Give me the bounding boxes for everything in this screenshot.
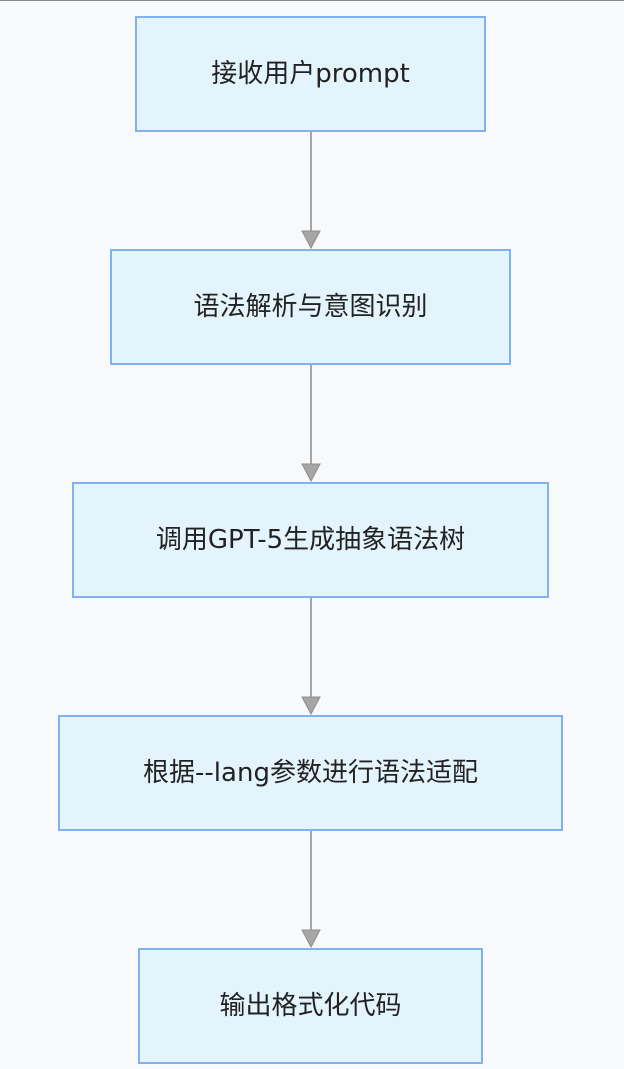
edge-receive-to-parse — [301, 132, 321, 250]
arrowhead-icon — [301, 463, 321, 483]
node-parse-intent: 语法解析与意图识别 — [110, 249, 511, 365]
node-label: 语法解析与意图识别 — [193, 292, 428, 322]
node-label: 接收用户prompt — [211, 59, 410, 89]
node-receive-prompt: 接收用户prompt — [135, 16, 486, 132]
node-gpt5-ast: 调用GPT-5生成抽象语法树 — [72, 482, 549, 598]
node-format-output: 输出格式化代码 — [138, 948, 483, 1064]
node-lang-adapt: 根据--lang参数进行语法适配 — [58, 715, 563, 831]
node-label: 调用GPT-5生成抽象语法树 — [155, 525, 466, 555]
edge-parse-to-ast — [301, 365, 321, 483]
arrowhead-icon — [301, 696, 321, 716]
edge-ast-to-adapt — [301, 598, 321, 716]
arrowhead-icon — [301, 230, 321, 250]
arrowhead-icon — [301, 929, 321, 949]
node-label: 根据--lang参数进行语法适配 — [143, 758, 478, 788]
node-label: 输出格式化代码 — [219, 991, 402, 1021]
edge-adapt-to-output — [301, 831, 321, 949]
